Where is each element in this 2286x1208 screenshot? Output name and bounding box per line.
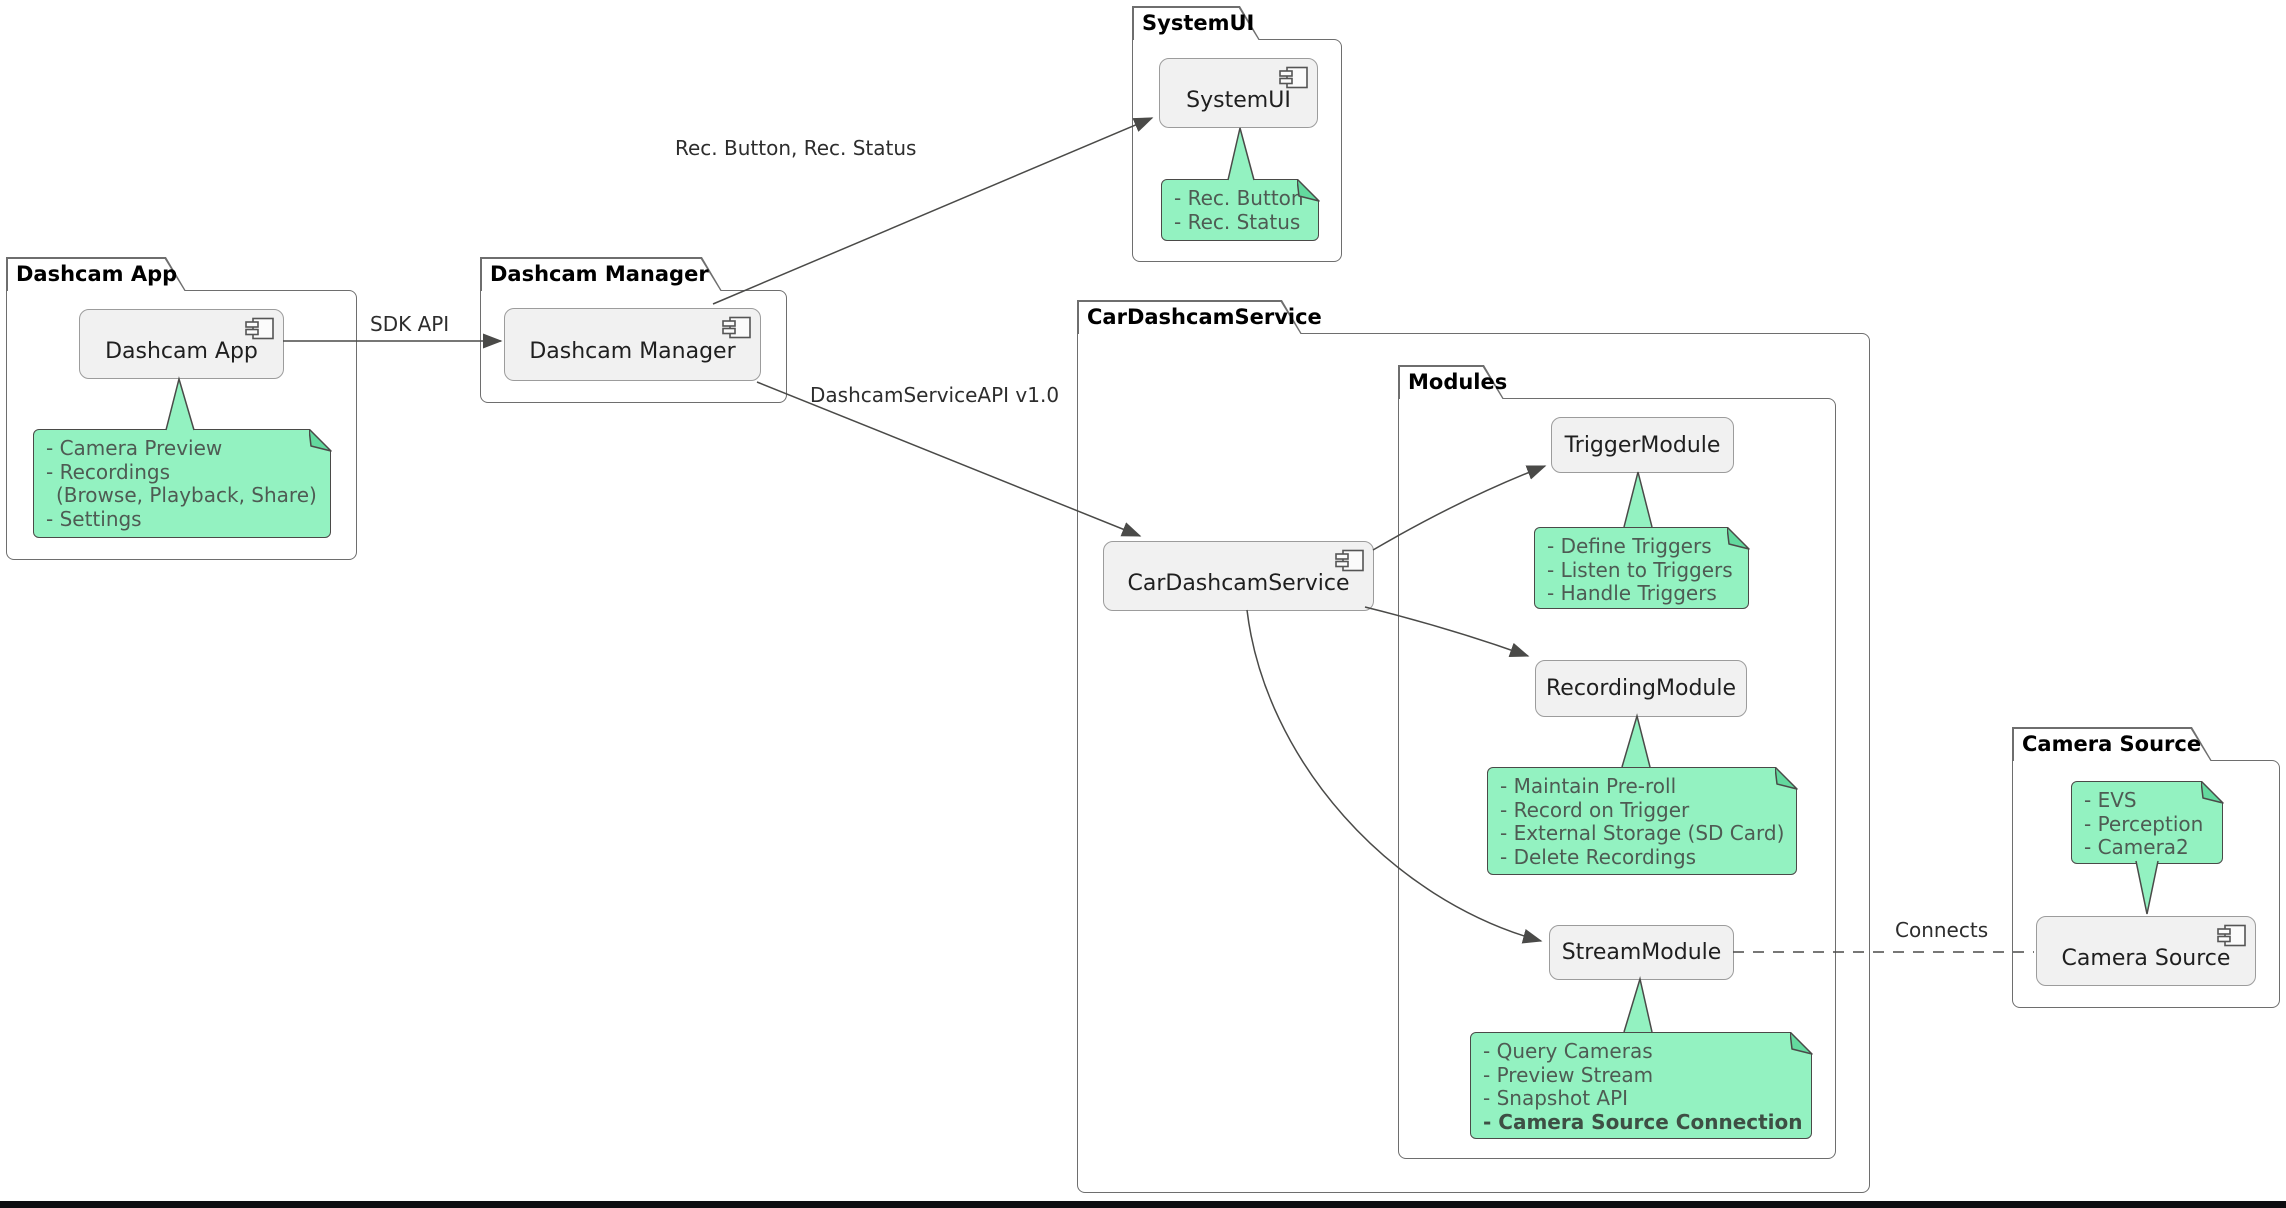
note-camera-source: - EVS - Perception - Camera2 [2071,780,2224,864]
package-tab-car-dashcam-service: CarDashcamService [1077,300,1322,335]
package-title: Dashcam Manager [490,262,709,286]
component-camera-source: Camera Source [2036,916,2256,986]
note-line: - Maintain Pre-roll [1500,774,1677,798]
note-line: - External Storage (SD Card) [1500,821,1785,845]
package-body-car-dashcam-service: CarDashcamService Modules TriggerModule [1077,333,1870,1193]
package-tab-fill [8,259,185,292]
note-line: - Rec. Status [1174,209,1301,234]
component-icon [1279,66,1308,89]
package-tab-modules: Modules [1398,365,1507,400]
note-line: - Perception [2084,811,2204,836]
note-line: - Record on Trigger [1500,797,1690,822]
component-icon [2217,924,2246,947]
component-label: TriggerModule [1564,432,1721,458]
component-car-dashcam-service: CarDashcamService [1103,541,1374,611]
note-systemui: - Rec. Button - Rec. Status [1161,178,1320,241]
note-stream-module: - Query Cameras - Preview Stream - Snaps… [1470,1031,1813,1139]
note-line: - Camera2 [2084,835,2189,859]
component-trigger-module: TriggerModule [1551,417,1734,473]
component-label: Dashcam App [105,338,258,364]
package-tab-dashcam-manager: Dashcam Manager [480,257,722,291]
edge-label-connects: Connects [1895,918,1989,942]
package-title: Modules [1408,370,1508,394]
package-camera-source: Camera Source - EVS - Perception - Camer… [2012,727,2280,1008]
component-label: StreamModule [1561,940,1722,965]
component-label: Camera Source [2061,945,2231,971]
edge-label-rec-button-status: Rec. Button, Rec. Status [675,136,917,160]
folded-corner-icon [1789,1031,1813,1055]
package-modules: Modules TriggerModule - Define Triggers … [1398,365,1836,1159]
bottom-bar [0,1201,2286,1208]
package-tab-dashcam-app: Dashcam App [6,257,186,291]
note-line: - EVS [2084,788,2137,812]
package-body-modules: TriggerModule - Define Triggers - Listen… [1398,398,1836,1159]
folded-corner-icon [2200,780,2224,804]
component-dashcam-app: Dashcam App [79,309,284,379]
package-tab-fill [1134,8,1259,41]
package-title: CarDashcamService [1087,305,1322,329]
package-car-dashcam-service: CarDashcamService CarDashcamService Modu… [1077,300,1870,1193]
note-line: - Listen to Triggers [1547,557,1733,582]
component-systemui: SystemUI [1159,58,1318,128]
component-label: SystemUI [1186,87,1291,113]
package-dashcam-manager: Dashcam Manager Dashcam Manager [480,257,787,403]
package-title: Dashcam App [16,262,178,286]
package-title: SystemUI [1142,11,1255,35]
note-dashcam-app: - Camera Preview - Recordings (Browse, P… [33,428,332,538]
note-line: - Rec. Button [1174,186,1304,210]
edge-label-sdk-api: SDK API [370,312,450,336]
package-tab-fill [1400,367,1503,400]
package-tab-systemui: SystemUI [1132,6,1260,40]
note-trigger-module: - Define Triggers - Listen to Triggers -… [1534,526,1750,609]
edge-label-dashcam-service-api: DashcamServiceAPI v1.0 [810,383,1060,407]
component-stream-module: StreamModule [1549,925,1734,980]
component-icon [722,316,751,339]
folded-corner-icon [1296,178,1320,202]
component-label: Dashcam Manager [529,339,736,364]
note-line: - Camera Source Connection [1483,1109,1803,1134]
component-dashcam-manager: Dashcam Manager [504,308,761,381]
folded-corner-icon [1774,766,1798,790]
note-line: (Browse, Playback, Share) [56,483,317,507]
package-body-camera-source: - EVS - Perception - Camera2 Camera Sour… [2012,760,2280,1008]
package-body-dashcam-app: Dashcam App - Camera Preview - Recording… [6,290,357,560]
package-body-systemui: SystemUI - Rec. Button - Rec. Status [1132,39,1342,262]
note-line: - Preview Stream [1483,1062,1654,1087]
note-line: - Settings [46,506,142,531]
package-tab-fill [1079,302,1301,335]
component-icon [245,317,274,340]
component-label: CarDashcamService [1127,570,1350,596]
package-dashcam-app: Dashcam App Dashcam App - Camera Preview… [6,257,357,560]
package-tab-camera-source: Camera Source [2012,727,2212,761]
note-line: - Snapshot API [1483,1086,1629,1110]
component-icon [1335,549,1364,572]
note-line: - Handle Triggers [1547,581,1717,605]
folded-corner-icon [308,428,332,452]
package-tab-fill [482,259,721,292]
note-line: - Camera Preview [46,436,223,460]
package-body-dashcam-manager: Dashcam Manager [480,290,787,403]
package-title: Camera Source [2022,732,2202,756]
note-line: - Delete Recordings [1500,844,1697,869]
note-line: - Query Cameras [1483,1039,1653,1063]
note-recording-module: - Maintain Pre-roll - Record on Trigger … [1487,766,1798,875]
package-systemui: SystemUI SystemUI - Rec. Button - Rec. S… [1132,6,1342,262]
note-line: - Recordings [46,459,171,484]
component-label: RecordingModule [1545,676,1737,701]
note-line: - Define Triggers [1547,534,1712,558]
folded-corner-icon [1726,526,1750,550]
package-tab-fill [2014,729,2211,762]
component-recording-module: RecordingModule [1535,660,1747,717]
